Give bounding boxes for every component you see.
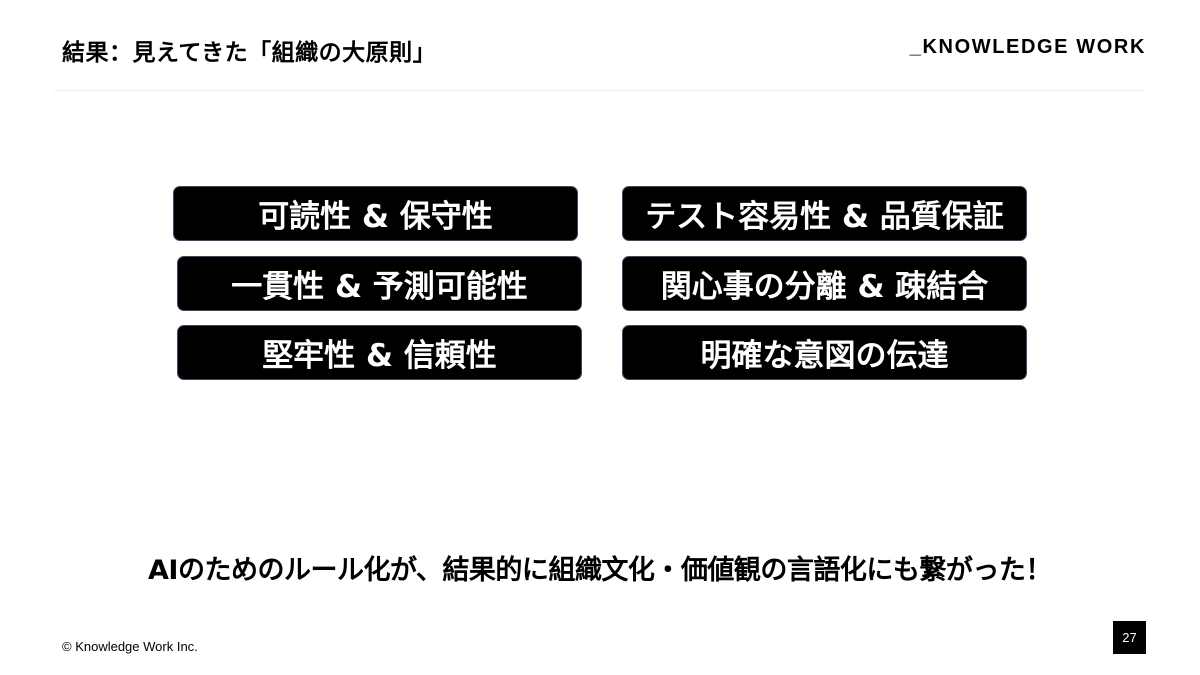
copyright-text: © Knowledge Work Inc. xyxy=(62,639,198,654)
principle-pill: テスト容易性 & 品質保証 xyxy=(622,186,1027,241)
principle-pill: 可読性 & 保守性 xyxy=(173,186,578,241)
principle-pill: 堅牢性 & 信頼性 xyxy=(177,325,582,380)
principle-pill: 関心事の分離 & 疎結合 xyxy=(622,256,1027,311)
principle-pill: 一貫性 & 予測可能性 xyxy=(177,256,582,311)
brand-logo: _KNOWLEDGE WORK xyxy=(909,36,1146,58)
header-divider xyxy=(54,90,1146,91)
page-number: 27 xyxy=(1113,621,1146,654)
principle-pill: 明確な意図の伝達 xyxy=(622,325,1027,380)
slide-title: 結果：見えてきた「組織の大原則」 xyxy=(62,40,437,66)
summary-statement: AIのためのルール化が、結果的に組織文化・価値観の言語化にも繋がった！ xyxy=(148,555,1052,586)
